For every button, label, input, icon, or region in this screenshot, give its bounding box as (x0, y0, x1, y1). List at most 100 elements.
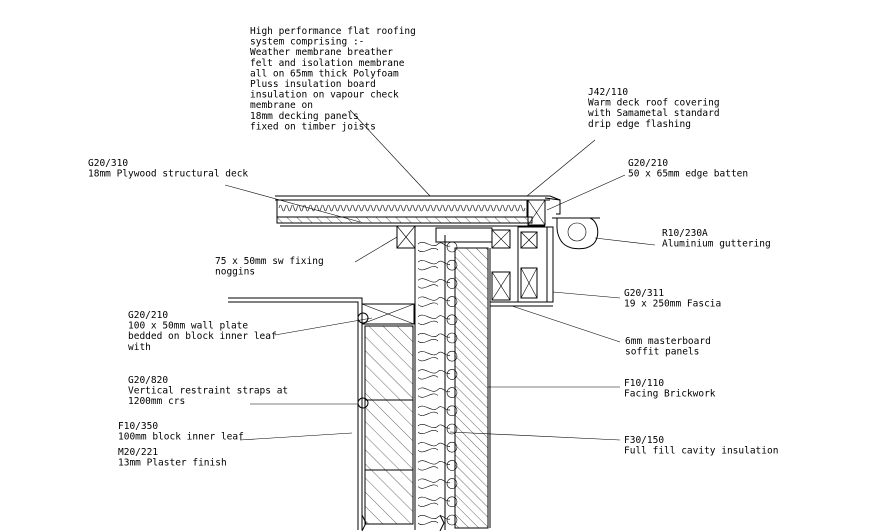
annotation-line: 18mm Plywood structural deck (88, 169, 248, 180)
wall-tie (417, 278, 451, 289)
annotation-line: 19 x 250mm Fascia (624, 299, 721, 310)
wall-tie (417, 296, 451, 307)
annotation-line: G20/311 (624, 288, 664, 299)
wall-tie (417, 333, 451, 343)
wall-tie (417, 405, 451, 416)
annotation-line: 1200mm crs (128, 396, 185, 407)
annotation-line: 6mm masterboard (625, 336, 711, 347)
annotation-line: Weather membrane breather (250, 47, 393, 58)
annotation-line: soffit panels (625, 347, 699, 358)
annotation-line: fixed on timber joists (250, 121, 376, 132)
plywood-deck (276, 216, 533, 224)
wall-tie (417, 478, 451, 489)
annotation-line: 18mm decking panels (250, 111, 359, 122)
annotation-line: system comprising :- (250, 37, 364, 48)
leader-lines (224, 109, 656, 441)
wall-tie (417, 442, 451, 453)
annotation-line: Warm deck roof covering (588, 98, 720, 109)
tie-end (446, 296, 458, 307)
tie-end (446, 478, 458, 489)
annotation-line: with Samametal standard (588, 108, 720, 119)
tie-end (446, 423, 458, 435)
tie-end (446, 496, 458, 508)
restraint-strap-symbol (357, 312, 369, 324)
annotation-line: with (128, 342, 151, 353)
wall-plate (361, 303, 415, 325)
gutter (552, 217, 600, 250)
annotation-line: J42/110 (588, 87, 628, 98)
annotation-line: 50 x 65mm edge batten (628, 169, 748, 180)
annotation-line: bedded on block inner leaf (128, 331, 277, 342)
annotation-line: insulation on vapour check (250, 90, 399, 101)
annotation-line: M20/221 (118, 447, 158, 458)
drip-edge-flashing (544, 197, 561, 215)
wall-tie (417, 460, 451, 471)
wall-tie (417, 496, 451, 507)
tie-end (446, 350, 458, 362)
tie-end (446, 405, 458, 417)
annotation-line: 100mm block inner leaf (118, 432, 244, 443)
tie-end (446, 514, 458, 526)
wall-tie (417, 314, 451, 325)
wall-tie (417, 369, 451, 380)
tie-end (446, 369, 458, 380)
annotation-line: R10/230A (662, 228, 708, 239)
tie-end (446, 314, 458, 326)
wall-tie (417, 242, 451, 252)
annotation-line: High performance flat roofing (250, 26, 416, 37)
fascia-board (546, 226, 554, 303)
annotation-line: drip edge flashing (588, 119, 691, 130)
annotation-line: G20/210 (128, 310, 168, 321)
cavity-wall-ties (417, 241, 458, 526)
annotation-line: G20/210 (628, 158, 668, 169)
wall-section (228, 235, 491, 531)
annotation-line: Vertical restraint straps at (128, 386, 288, 397)
annotation-line: Facing Brickwork (624, 389, 716, 400)
annotation-line: Full fill cavity insulation (624, 446, 778, 457)
fascia-soffit (396, 225, 554, 307)
annotation-line: 100 x 50mm wall plate (128, 321, 248, 332)
annotation-line: G20/820 (128, 375, 168, 386)
annotation-line: all on 65mm thick Polyfoam (250, 68, 399, 79)
wall-tie (417, 260, 451, 271)
facing-brickwork (454, 247, 489, 529)
tie-end (446, 241, 458, 253)
annotation-line: G20/310 (88, 158, 128, 169)
annotation-line: membrane on (250, 100, 313, 111)
annotation-line: 75 x 50mm sw fixing (215, 256, 324, 267)
annotation-line: felt and isolation membrane (250, 58, 405, 69)
tie-end (446, 387, 458, 398)
tie-end (446, 460, 458, 471)
tie-end (446, 259, 458, 271)
tie-end (446, 278, 458, 289)
wall-tie (417, 387, 451, 398)
tie-end (446, 332, 458, 344)
annotation-line: F10/110 (624, 378, 664, 389)
edge-batten (527, 199, 546, 226)
annotation-line: noggins (215, 267, 255, 278)
block-inner-leaf (364, 325, 414, 525)
insulation-wave-pattern (278, 204, 526, 212)
tie-end (446, 441, 458, 453)
wall-tie (417, 515, 451, 525)
annotation-line: F30/150 (624, 435, 664, 446)
roof-buildup (275, 195, 561, 227)
annotation-line: F10/350 (118, 421, 158, 432)
annotation-line: Aluminium guttering (662, 239, 771, 250)
